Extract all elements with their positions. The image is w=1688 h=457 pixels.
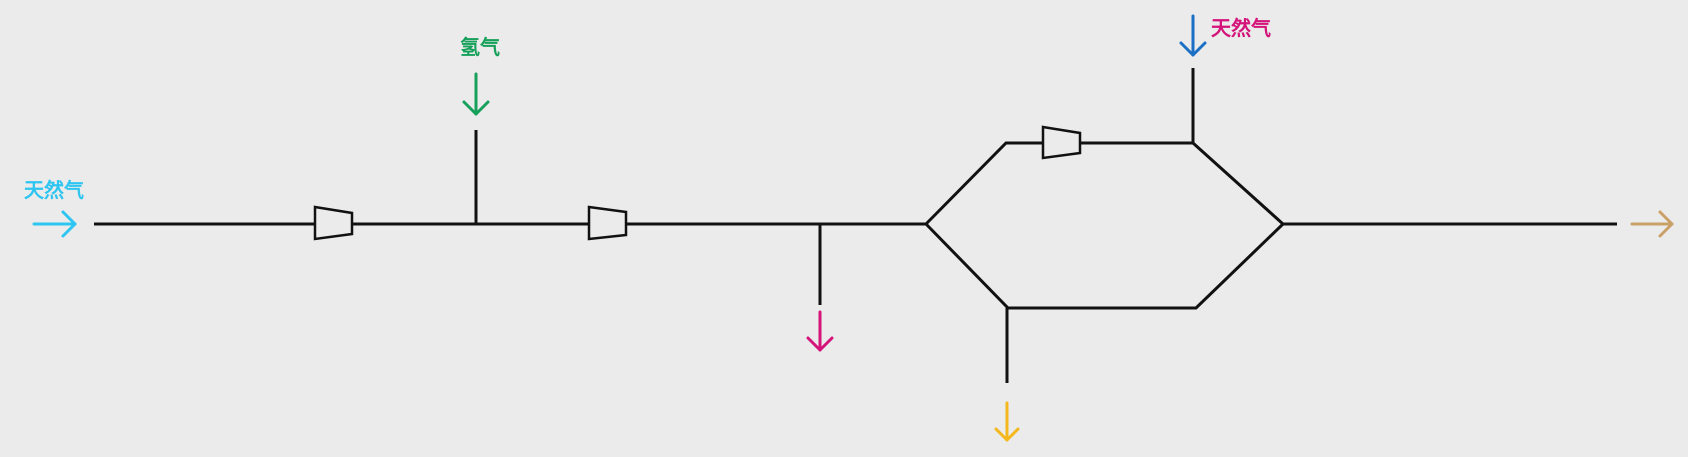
top-natural-gas-label: 天然气 [1211, 16, 1271, 40]
inlet-natural-gas-label: 天然气 [24, 178, 84, 202]
lower-branch-pipe [924, 222, 1285, 310]
compressor-icon [1041, 125, 1082, 160]
inlet-arrow-icon [32, 210, 77, 238]
compressor-icon [313, 205, 354, 241]
upper-branch-pipe [924, 141, 1043, 226]
hydrogen-arrow-icon [462, 72, 490, 116]
hydrogen-label: 氢气 [460, 35, 500, 59]
magenta-outlet-arrow-icon [806, 310, 834, 352]
top-natural-gas-arrow-icon [1179, 14, 1207, 57]
upper-branch-diagonal [1191, 141, 1285, 226]
compressor-icon [587, 205, 628, 241]
final-outlet-arrow-icon [1630, 210, 1674, 238]
yellow-outlet-arrow-icon [994, 401, 1020, 442]
